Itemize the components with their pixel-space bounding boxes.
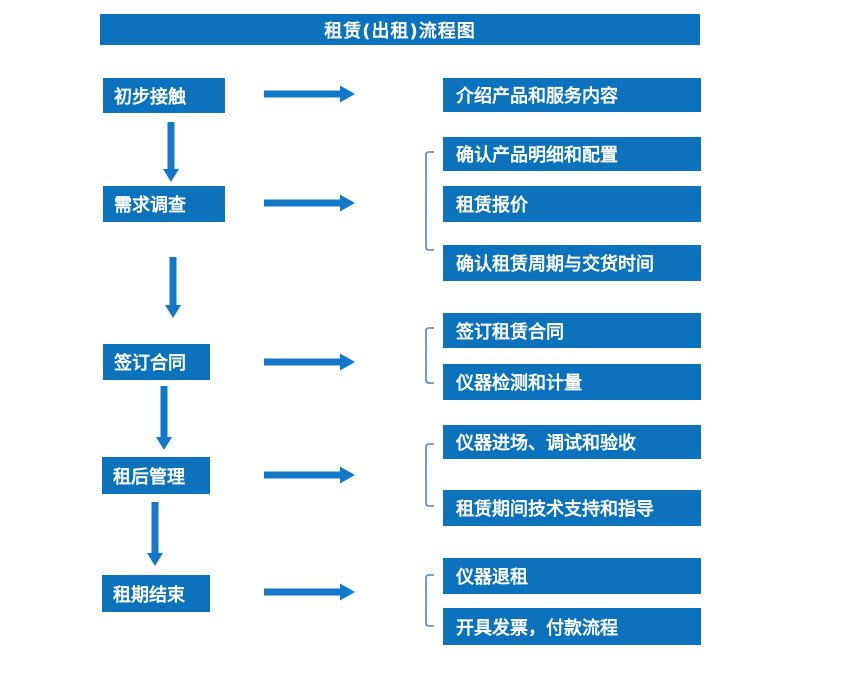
diagram-title: 租赁(出租)流程图 — [100, 14, 700, 45]
step-box-rental-end: 租期结束 — [102, 575, 210, 612]
detail-box-introduce-products: 介绍产品和服务内容 — [443, 78, 701, 112]
arrow-down-icon-3 — [156, 386, 172, 450]
bracket-group-2 — [425, 151, 434, 251]
arrow-right-icon-1 — [264, 85, 355, 103]
arrow-right-icon-4 — [264, 466, 355, 484]
bracket-group-4 — [425, 443, 434, 507]
arrow-right-icon-5 — [264, 583, 355, 601]
arrow-down-icon-2 — [165, 257, 181, 318]
step-box-post-rental-management: 租后管理 — [102, 457, 210, 494]
detail-box-technical-support: 租赁期间技术支持和指导 — [443, 490, 701, 526]
bracket-group-3 — [425, 327, 434, 384]
detail-box-invoice-payment: 开具发票，付款流程 — [443, 608, 701, 645]
detail-box-instrument-setup: 仪器进场、调试和验收 — [443, 425, 701, 459]
step-box-sign-contract: 签订合同 — [103, 344, 210, 380]
bracket-group-5 — [425, 574, 434, 627]
detail-box-rental-quote: 租赁报价 — [443, 186, 701, 222]
step-box-initial-contact: 初步接触 — [103, 78, 225, 113]
arrow-right-icon-3 — [264, 353, 355, 371]
step-box-demand-survey: 需求调查 — [103, 186, 225, 222]
detail-box-confirm-period-delivery: 确认租赁周期与交货时间 — [443, 245, 701, 281]
arrow-down-icon-1 — [163, 122, 179, 182]
detail-box-instrument-testing: 仪器检测和计量 — [443, 364, 701, 400]
detail-box-confirm-product-config: 确认产品明细和配置 — [443, 137, 701, 171]
detail-box-instrument-return: 仪器退租 — [443, 558, 701, 594]
arrow-right-icon-2 — [264, 194, 355, 212]
detail-box-sign-rental-contract: 签订租赁合同 — [443, 313, 701, 348]
arrow-down-icon-4 — [147, 502, 163, 566]
